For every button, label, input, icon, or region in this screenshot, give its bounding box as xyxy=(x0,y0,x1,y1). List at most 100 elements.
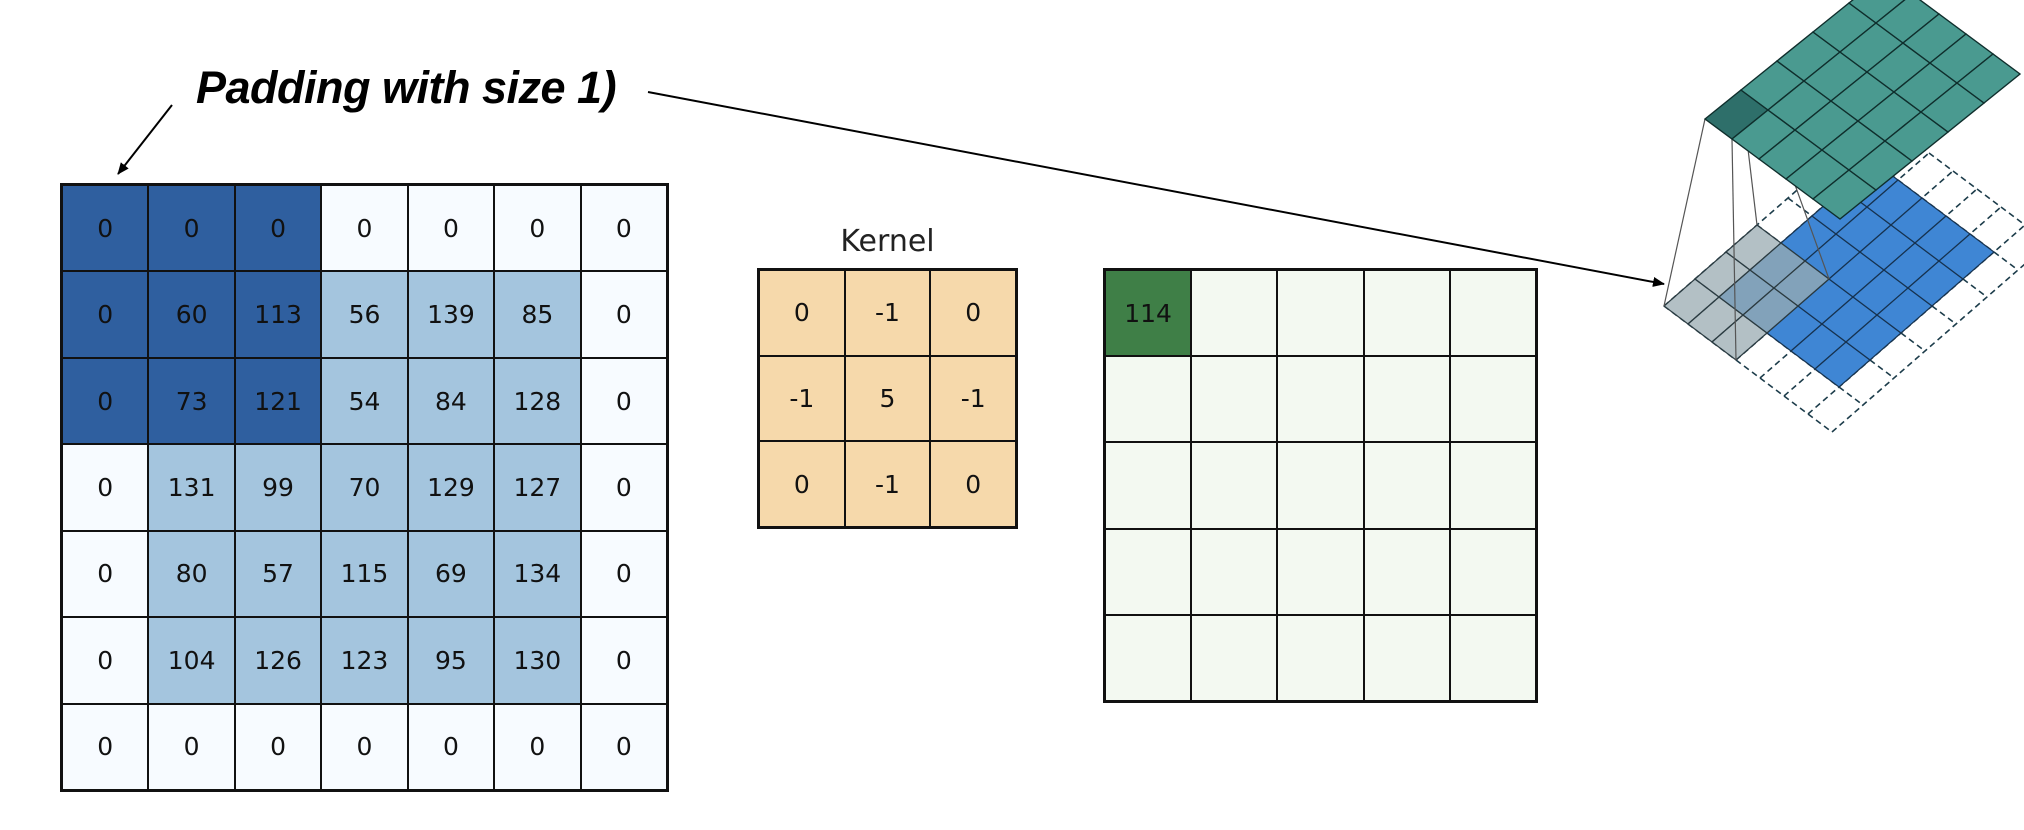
input-cell-window: 113 xyxy=(234,271,322,358)
input-cell-padding: 0 xyxy=(580,617,667,704)
input-cell: 104 xyxy=(148,617,235,704)
input-cell-padding: 0 xyxy=(494,703,581,790)
input-cell-window: 0 xyxy=(62,357,149,445)
output-cell-empty xyxy=(1363,442,1450,529)
kernel-cell: -1 xyxy=(759,355,845,442)
kernel-cell: 0 xyxy=(930,270,1016,356)
output-cell-empty xyxy=(1449,356,1536,443)
kernel-cell: -1 xyxy=(844,270,931,356)
output-cell-empty xyxy=(1105,356,1192,443)
input-cell-padding: 0 xyxy=(62,703,149,790)
input-cell-window: 0 xyxy=(148,185,235,272)
input-cell-padding: 0 xyxy=(407,185,495,272)
kernel-cell: 5 xyxy=(844,355,931,442)
kernel-cell: 0 xyxy=(930,441,1016,527)
input-cell-window: 121 xyxy=(234,357,322,445)
input-cell-padding: 0 xyxy=(321,185,408,272)
input-cell-padding: 0 xyxy=(494,185,581,272)
input-layer-cell xyxy=(1938,233,1995,280)
input-cell-padding: 0 xyxy=(62,617,149,704)
output-cell-empty xyxy=(1277,614,1364,701)
output-cell-empty xyxy=(1449,528,1536,615)
kernel-title: Kernel xyxy=(840,224,935,259)
input-cell-padding: 0 xyxy=(321,703,408,790)
input-cell: 84 xyxy=(407,357,495,445)
input-cell: 95 xyxy=(407,617,495,704)
output-cell-empty xyxy=(1191,356,1278,443)
output-cell-empty xyxy=(1277,528,1364,615)
input-cell: 129 xyxy=(407,444,495,531)
output-cell-empty xyxy=(1449,270,1536,357)
output-cell-empty xyxy=(1363,528,1450,615)
input-cell-window: 0 xyxy=(62,271,149,358)
input-cell-padding: 0 xyxy=(580,530,667,618)
illustration-link-arrow xyxy=(647,91,1665,287)
kernel-cell: 0 xyxy=(759,270,845,356)
output-cell-empty xyxy=(1363,270,1450,357)
input-cell: 139 xyxy=(407,271,495,358)
projection-line xyxy=(1731,138,1737,361)
output-cell-empty xyxy=(1105,442,1192,529)
input-cell-padding: 0 xyxy=(580,271,667,358)
input-cell-padding: 0 xyxy=(62,444,149,531)
input-cell-window: 0 xyxy=(62,185,149,272)
projection-line xyxy=(1663,118,1706,307)
input-cell: 99 xyxy=(234,444,322,531)
output-grid: 114 xyxy=(1103,268,1538,703)
output-cell-empty xyxy=(1449,442,1536,529)
input-cell-window: 73 xyxy=(148,357,235,445)
padding-annotation: Padding with size 1) xyxy=(196,62,617,113)
input-cell-padding: 0 xyxy=(62,530,149,618)
kernel-cell: -1 xyxy=(930,355,1016,442)
input-cell-padding: 0 xyxy=(580,185,667,272)
input-cell-padding: 0 xyxy=(407,703,495,790)
input-cell: 115 xyxy=(321,530,408,618)
input-grid-line xyxy=(1663,116,1882,307)
illustration-output-layer xyxy=(1703,0,2022,220)
output-cell-empty xyxy=(1105,614,1192,701)
output-cell-empty xyxy=(1191,528,1278,615)
kernel-cell: -1 xyxy=(844,441,931,527)
input-grid-line xyxy=(1831,263,2024,433)
illustration-kernel-window xyxy=(1663,224,1830,361)
input-cell: 127 xyxy=(494,444,581,531)
input-cell: 128 xyxy=(494,357,581,445)
input-cell: 130 xyxy=(494,617,581,704)
output-cell-empty xyxy=(1191,614,1278,701)
input-cell: 70 xyxy=(321,444,408,531)
output-cell-empty xyxy=(1191,270,1278,357)
input-cell: 69 xyxy=(407,530,495,618)
padding-pointer-arrow xyxy=(117,104,173,175)
output-cell-empty xyxy=(1277,270,1364,357)
output-cell-empty xyxy=(1105,528,1192,615)
input-cell-padding: 0 xyxy=(234,703,322,790)
input-cell-padding: 0 xyxy=(148,703,235,790)
input-cell: 126 xyxy=(234,617,322,704)
output-layer-cell xyxy=(1955,53,2022,104)
output-cell-empty xyxy=(1363,614,1450,701)
input-cell: 57 xyxy=(234,530,322,618)
output-cell-empty xyxy=(1277,356,1364,443)
input-cell-padding: 0 xyxy=(580,703,667,790)
input-cell: 80 xyxy=(148,530,235,618)
input-cell: 134 xyxy=(494,530,581,618)
output-cell-empty xyxy=(1191,442,1278,529)
output-cell-empty xyxy=(1449,614,1536,701)
input-cell: 54 xyxy=(321,357,408,445)
input-cell: 56 xyxy=(321,271,408,358)
output-cell-computed: 114 xyxy=(1105,270,1192,357)
output-layer-cell xyxy=(1847,0,1906,24)
output-cell-empty xyxy=(1277,442,1364,529)
output-cell-empty xyxy=(1363,356,1450,443)
input-cell-padding: 0 xyxy=(580,357,667,445)
input-cell: 131 xyxy=(148,444,235,531)
input-cell-window: 0 xyxy=(234,185,322,272)
kernel-cell: 0 xyxy=(759,441,845,527)
input-cell-padding: 0 xyxy=(580,444,667,531)
input-cell-window: 60 xyxy=(148,271,235,358)
input-cell: 123 xyxy=(321,617,408,704)
